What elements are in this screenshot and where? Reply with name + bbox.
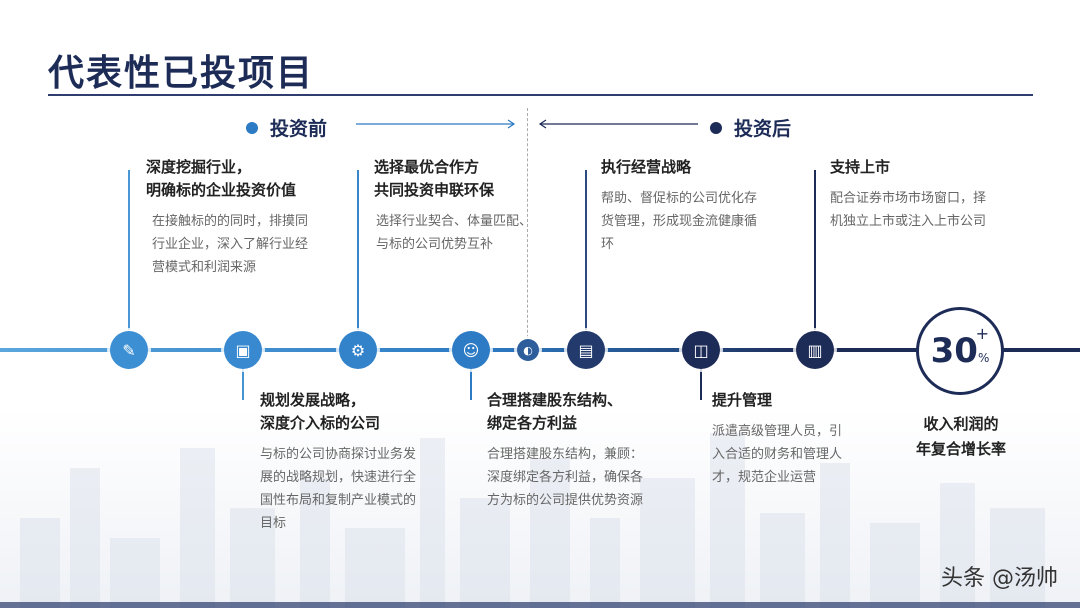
card-body-line: 营模式和利润来源 bbox=[152, 260, 257, 275]
bottom-card-3: 提升管理 派遣高级管理人员，引 入合适的财务和管理人 才，规范企业运营 bbox=[712, 389, 902, 489]
card-title-line: 明确标的企业投资价值 bbox=[146, 181, 297, 199]
connector-stem bbox=[814, 170, 816, 330]
top-card-4: 支持上市 配合证券市场市场窗口，择 机独立上市或注入上市公司 bbox=[830, 156, 1040, 233]
card-body: 配合证券市场市场窗口，择 机独立上市或注入上市公司 bbox=[830, 187, 1040, 233]
phase-before: 投资前 bbox=[246, 114, 327, 141]
card-body-line: 展的战略规划，快速进行全 bbox=[260, 470, 417, 485]
card-title-line: 共同投资申联环保 bbox=[374, 181, 495, 199]
card-body-line: 深度绑定各方利益，确保各 bbox=[487, 470, 644, 485]
node-chart-pen-icon: ✎ bbox=[110, 331, 148, 369]
card-title-line: 绑定各方利益 bbox=[487, 414, 578, 432]
connector-stem bbox=[242, 368, 244, 400]
card-body-line: 帮助、督促标的公司优化存 bbox=[601, 191, 758, 206]
phase-divider bbox=[527, 108, 528, 348]
phase-after: 投资后 bbox=[710, 114, 791, 141]
card-title-line: 深度挖掘行业， bbox=[146, 158, 252, 176]
card-body-line: 选择行业契合、体量匹配、 bbox=[376, 214, 533, 229]
growth-rate-unit: % bbox=[977, 351, 990, 365]
card-body: 选择行业契合、体量匹配、 与标的公司优势互补 bbox=[374, 210, 574, 256]
node-frame-icon: ◫ bbox=[682, 331, 720, 369]
watermark: 头条 @汤帅 bbox=[941, 566, 1058, 591]
card-body-line: 派遣高级管理人员，引 bbox=[712, 424, 843, 439]
card-body: 与标的公司协商探讨业务发 展的战略规划，快速进行全 国性布局和复制产业模式的 目… bbox=[260, 443, 470, 535]
footer-band bbox=[0, 602, 1080, 608]
node-people-icon: ☺ bbox=[452, 331, 490, 369]
top-card-1: 深度挖掘行业， 明确标的企业投资价值 在接触标的的同时，排摸同 行业企业，深入了… bbox=[146, 156, 346, 279]
timeline-bar bbox=[0, 348, 1080, 352]
card-body-line: 合理搭建股东结构，兼顾： bbox=[487, 447, 644, 462]
card-title-line: 合理搭建股东结构、 bbox=[487, 391, 623, 409]
left-arrow-icon bbox=[538, 119, 698, 129]
card-body-line: 行业企业，深入了解行业经 bbox=[152, 237, 309, 252]
card-body-line: 方为标的公司提供优势资源 bbox=[487, 493, 644, 508]
card-body-line: 机独立上市或注入上市公司 bbox=[830, 214, 987, 229]
card-title-line: 执行经营战略 bbox=[601, 158, 692, 176]
card-title: 合理搭建股东结构、 绑定各方利益 bbox=[487, 389, 697, 435]
growth-rate-number: 30 bbox=[930, 331, 978, 371]
card-body: 派遣高级管理人员，引 入合适的财务和管理人 才，规范企业运营 bbox=[712, 420, 902, 489]
card-title-line: 提升管理 bbox=[712, 391, 773, 409]
connector-stem bbox=[585, 170, 587, 330]
node-image-icon: ▣ bbox=[224, 331, 262, 369]
page-title: 代表性已投项目 bbox=[48, 53, 315, 94]
city-skyline-background bbox=[0, 408, 1080, 608]
growth-rate-label: 收入利润的 年复合增长率 bbox=[903, 412, 1019, 462]
card-body-line: 配合证券市场市场窗口，择 bbox=[830, 191, 987, 206]
connector-stem bbox=[128, 170, 130, 330]
growth-rate-label-line: 收入利润的 bbox=[923, 415, 999, 433]
card-title: 规划发展战略， 深度介入标的公司 bbox=[260, 389, 470, 435]
card-body: 帮助、督促标的公司优化存 货管理，形成现金流健康循 环 bbox=[601, 187, 801, 256]
card-body-line: 国性布局和复制产业模式的 bbox=[260, 493, 417, 508]
card-title-line: 规划发展战略， bbox=[260, 391, 366, 409]
card-title: 选择最优合作方 共同投资申联环保 bbox=[374, 156, 574, 202]
node-gear-hand-icon: ⚙ bbox=[339, 331, 377, 369]
card-body-line: 货管理，形成现金流健康循 bbox=[601, 214, 758, 229]
card-body-line: 环 bbox=[601, 237, 615, 252]
phase-after-label: 投资后 bbox=[734, 118, 792, 140]
node-clipboard-icon: ▤ bbox=[567, 331, 605, 369]
card-title: 提升管理 bbox=[712, 389, 902, 412]
card-title-line: 深度介入标的公司 bbox=[260, 414, 381, 432]
phase-dot-icon bbox=[710, 121, 722, 134]
connector-stem bbox=[470, 368, 472, 400]
card-body-line: 目标 bbox=[260, 516, 287, 531]
bottom-card-2: 合理搭建股东结构、 绑定各方利益 合理搭建股东结构，兼顾： 深度绑定各方利益，确… bbox=[487, 389, 697, 512]
top-card-3: 执行经营战略 帮助、督促标的公司优化存 货管理，形成现金流健康循 环 bbox=[601, 156, 801, 256]
title-underline bbox=[48, 94, 1033, 96]
card-title: 支持上市 bbox=[830, 156, 1040, 179]
bottom-card-1: 规划发展战略， 深度介入标的公司 与标的公司协商探讨业务发 展的战略规划，快速进… bbox=[260, 389, 470, 535]
card-body: 在接触标的的同时，排摸同 行业企业，深入了解行业经 营模式和利润来源 bbox=[146, 210, 346, 279]
card-title: 执行经营战略 bbox=[601, 156, 801, 179]
node-bar-chart-icon: ▥ bbox=[796, 331, 834, 369]
growth-rate-circle: 30 % + bbox=[916, 307, 1004, 395]
right-arrow-icon bbox=[356, 119, 516, 129]
connector-stem bbox=[357, 170, 359, 330]
card-body-line: 入合适的财务和管理人 bbox=[712, 447, 843, 462]
card-title: 深度挖掘行业， 明确标的企业投资价值 bbox=[146, 156, 346, 202]
card-body: 合理搭建股东结构，兼顾： 深度绑定各方利益，确保各 方为标的公司提供优势资源 bbox=[487, 443, 697, 512]
phase-before-label: 投资前 bbox=[270, 118, 328, 140]
card-title-line: 支持上市 bbox=[830, 158, 891, 176]
card-body-line: 才，规范企业运营 bbox=[712, 470, 817, 485]
node-globe-icon: ◐ bbox=[517, 339, 539, 361]
phase-dot-icon bbox=[246, 121, 258, 134]
card-title-line: 选择最优合作方 bbox=[374, 158, 480, 176]
top-card-2: 选择最优合作方 共同投资申联环保 选择行业契合、体量匹配、 与标的公司优势互补 bbox=[374, 156, 574, 256]
card-body-line: 在接触标的的同时，排摸同 bbox=[152, 214, 309, 229]
growth-rate-label-line: 年复合增长率 bbox=[915, 440, 1006, 458]
connector-stem bbox=[700, 368, 702, 400]
card-body-line: 与标的公司协商探讨业务发 bbox=[260, 447, 417, 462]
growth-rate-plus: + bbox=[975, 324, 989, 343]
card-body-line: 与标的公司优势互补 bbox=[376, 237, 494, 252]
